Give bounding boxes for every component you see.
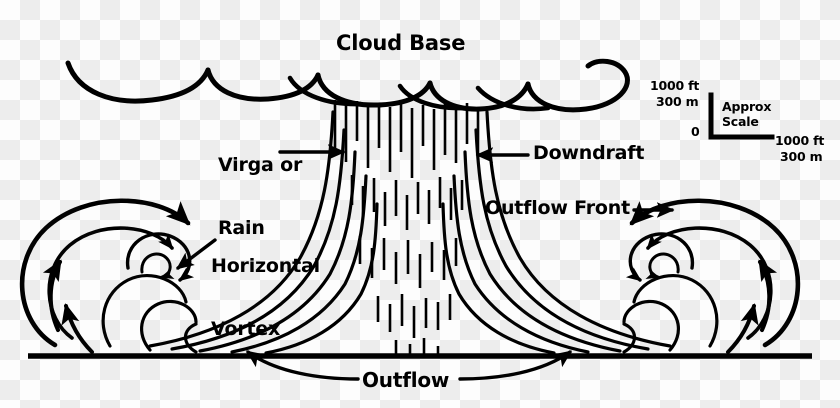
label-virga-line1: Virga or — [218, 153, 303, 176]
right-horizontal-vortex — [622, 198, 801, 354]
scale-right-meters: 300 m — [780, 149, 823, 164]
downdraft-outflow-streamlines — [148, 110, 672, 355]
label-leaders — [176, 144, 675, 381]
left-horizontal-vortex — [19, 198, 198, 354]
label-cloud-base: Cloud Base — [336, 31, 466, 55]
label-downdraft: Downdraft — [533, 142, 645, 164]
label-virga-rain: Virga or Rain — [218, 112, 302, 282]
label-vortex-line2: Vortex — [211, 318, 281, 341]
cloud-base-outline — [65, 58, 630, 113]
scale-origin: 0 — [691, 124, 700, 139]
scale-bracket — [708, 92, 775, 140]
scale-right-feet: 1000 ft — [775, 133, 825, 148]
label-outflow-front: Outflow Front — [485, 197, 630, 219]
label-virga-line2: Rain — [218, 217, 265, 240]
scale-top-feet: 1000 ft — [650, 78, 700, 93]
rain-streaks — [333, 100, 480, 356]
scale-caption-line1: Approx — [722, 99, 772, 114]
scale-caption-line2: Scale — [722, 114, 759, 129]
label-vortex-line1: Horizontal — [211, 254, 320, 277]
scale-top-meters: 300 m — [656, 94, 699, 109]
label-horizontal-vortex: Horizontal Vortex — [211, 213, 320, 383]
label-outflow: Outflow — [362, 368, 450, 392]
